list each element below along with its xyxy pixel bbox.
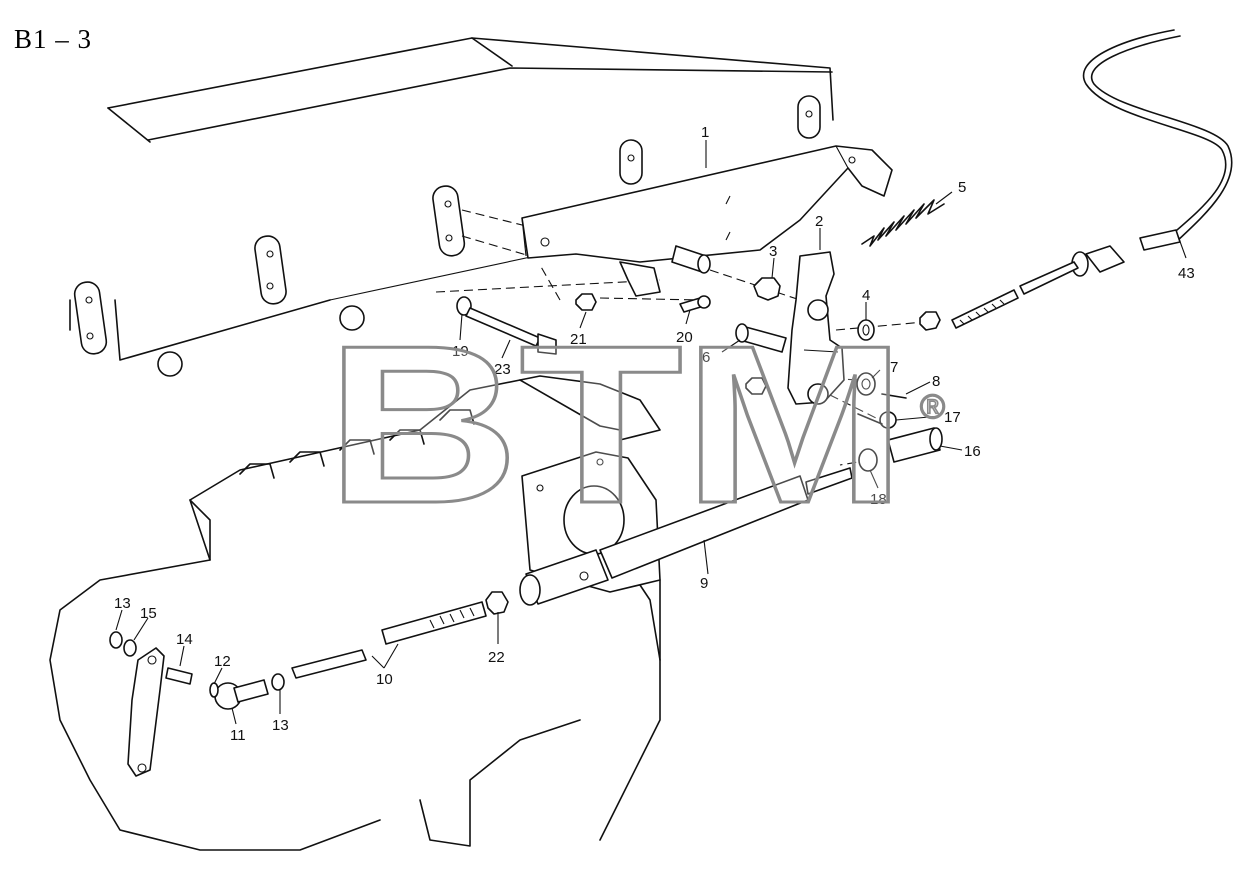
btm-watermark: BTM ® [325,297,946,552]
pin-part-6 [735,323,787,353]
engine-cover [69,37,834,361]
watermark-text: BTM [326,298,906,550]
clip-part-12 [209,682,219,698]
callout-23: 23 [494,361,511,378]
nut-left [745,377,767,395]
callout-20: 20 [676,329,693,346]
callout-5: 5 [958,179,966,196]
callout-18: 18 [870,491,887,508]
washer-part-13-upper [109,631,123,649]
callout-9: 9 [700,575,708,592]
bolt-part-20 [679,295,711,313]
mounting-lugs [73,95,821,377]
callout-12: 12 [214,653,231,670]
washer-part-15 [123,639,137,657]
watermark-registered-icon: ® [920,388,945,426]
callout-21: 21 [570,331,587,348]
callout-13-lower: 13 [272,717,289,734]
callout-2: 2 [815,213,823,230]
callout-19: 19 [452,343,469,360]
callout-labels: 1 2 3 4 5 6 7 8 9 10 11 12 13 13 14 15 1… [114,124,1195,744]
nut-part-22 [485,591,509,615]
callout-17: 17 [944,409,961,426]
bracket-part-1 [521,145,893,263]
leader-lines [115,140,1187,725]
pin-part-14 [165,667,193,685]
shaft-part-9 [519,467,853,606]
callout-4: 4 [862,287,870,304]
callout-8: 8 [932,373,940,390]
spring-part-5 [861,199,945,247]
callout-43: 43 [1178,265,1195,282]
callout-10: 10 [376,671,393,688]
callout-11: 11 [230,727,246,744]
callout-15: 15 [140,605,157,622]
callout-22: 22 [488,649,505,666]
callout-7: 7 [890,359,898,376]
washer-part-7 [856,372,876,396]
lever-arm [127,647,165,777]
rod-part-10 [291,601,487,679]
callout-3: 3 [769,243,777,260]
diagram-title: B1 – 3 [14,24,93,54]
ball-joint-part-11 [214,679,269,710]
callout-1: 1 [701,124,709,141]
bolt-part-23 [465,307,557,355]
washer-part-19 [456,296,472,316]
pin [671,245,711,274]
threaded-rod-upper [951,289,1019,329]
lever-part-2 [787,251,845,405]
washer-part-18 [858,448,878,472]
nut-part-3 [753,277,781,301]
callout-16: 16 [964,443,981,460]
clip-bracket [619,261,661,297]
cable-part-43 [1019,29,1233,295]
callout-13-upper: 13 [114,595,131,612]
sleeve-part-16 [887,427,943,463]
screw-part-8 [881,393,907,399]
nut-right [919,311,941,331]
callout-6: 6 [702,349,710,366]
nut-part-21 [575,293,597,311]
callout-14: 14 [176,631,193,648]
washer-part-13-lower [271,673,285,691]
